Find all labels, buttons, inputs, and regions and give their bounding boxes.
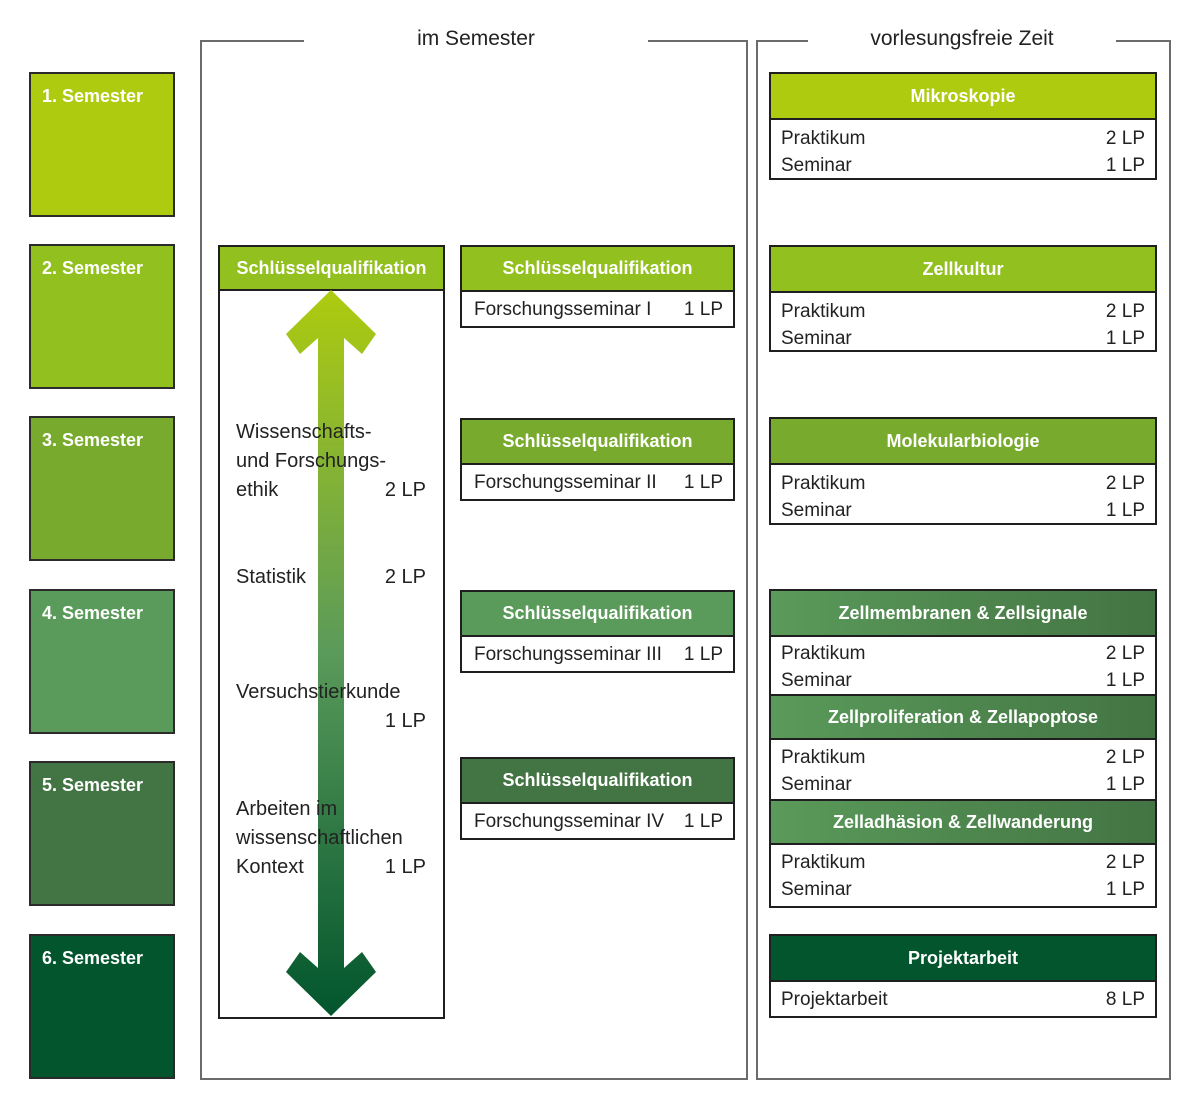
kq-item-animal-science-name: Versuchstierkunde <box>236 681 401 703</box>
module-molecular-biology-seminar: Seminar <box>781 500 852 521</box>
module-proliferation-seminar-lp: 1 LP <box>1105 774 1145 795</box>
module-project-work-name: Projektarbeit <box>781 989 888 1010</box>
research-seminar-3-lp: 1 LP <box>683 644 723 665</box>
module-molecular-biology: Molekularbiologie Praktikum 2 LP Seminar 1… <box>769 417 1157 525</box>
kq-item-scientific-context-lp: 1 LP <box>384 856 426 878</box>
research-seminar-2: Schlüsselqualifikation Forschungsseminar… <box>460 418 735 501</box>
kq-item-ethics-lp: 2 LP <box>384 479 426 501</box>
research-seminar-3-header: Schlüsselqualifikation <box>462 592 733 637</box>
module-proliferation-practical: Praktikum <box>781 747 866 768</box>
semester-5-box: 5. Semester <box>29 761 175 906</box>
semester-1-box: 1. Semester <box>29 72 175 217</box>
semester-4-box: 4. Semester <box>29 589 175 734</box>
semester-2-box: 2. Semester <box>29 244 175 389</box>
kq-item-animal-science: Versuchstierkunde 1 LP <box>236 678 426 736</box>
kq-item-scientific-context-line3: Kontext <box>236 856 304 878</box>
module-membranes-practical-lp: 2 LP <box>1105 643 1145 664</box>
semester-6-box: 6. Semester <box>29 934 175 1079</box>
research-seminar-4-header: Schlüsselqualifikation <box>462 759 733 804</box>
module-proliferation-practical-lp: 2 LP <box>1105 747 1145 768</box>
module-adhesion-seminar: Seminar <box>781 879 852 900</box>
module-proliferation-body: Praktikum 2 LP Seminar 1 LP <box>771 740 1155 801</box>
research-seminar-3: Schlüsselqualifikation Forschungsseminar… <box>460 590 735 673</box>
module-molecular-biology-seminar-lp: 1 LP <box>1105 500 1145 521</box>
kq-item-ethics: Wissenschafts- und Forschungs- ethik 2 L… <box>236 418 426 505</box>
research-seminar-1-name: Forschungsseminar I <box>474 299 652 320</box>
module-microscopy-practical: Praktikum <box>781 128 866 149</box>
kq-item-ethics-line3: ethik <box>236 479 279 501</box>
module-membranes-seminar-lp: 1 LP <box>1105 670 1145 691</box>
module-cell-culture-practical: Praktikum <box>781 301 866 322</box>
module-cell-culture-seminar-lp: 1 LP <box>1105 328 1145 349</box>
module-adhesion-body: Praktikum 2 LP Seminar 1 LP <box>771 845 1155 903</box>
module-molecular-biology-header: Molekularbiologie <box>771 419 1155 465</box>
module-cell-culture-seminar: Seminar <box>781 328 852 349</box>
module-cell-culture-practical-lp: 2 LP <box>1105 301 1145 322</box>
kq-item-animal-science-lp: 1 LP <box>384 710 426 732</box>
module-cell-culture: Zellkultur Praktikum 2 LP Seminar 1 LP <box>769 245 1157 352</box>
research-seminar-4-lp: 1 LP <box>683 811 723 832</box>
module-microscopy-seminar-lp: 1 LP <box>1105 155 1145 176</box>
research-seminar-4-name: Forschungsseminar IV <box>474 811 665 832</box>
kq-item-ethics-line1: Wissenschafts- <box>236 421 372 443</box>
module-microscopy: Mikroskopie Praktikum 2 LP Seminar 1 LP <box>769 72 1157 180</box>
module-adhesion-header: Zelladhäsion & Zellwanderung <box>771 801 1155 845</box>
research-seminar-2-name: Forschungsseminar II <box>474 472 657 493</box>
kq-item-scientific-context: Arbeiten im wissenschaftlichen Kontext 1… <box>236 795 426 882</box>
research-seminar-3-name: Forschungsseminar III <box>474 644 662 665</box>
research-seminar-1-header: Schlüsselqualifikation <box>462 247 733 292</box>
module-adhesion-practical: Praktikum <box>781 852 866 873</box>
kq-item-scientific-context-line2: wissenschaftlichen <box>236 827 403 849</box>
kq-item-statistics-lp: 2 LP <box>384 566 426 588</box>
kq-item-ethics-line2: und Forschungs- <box>236 450 387 472</box>
lecture-free-heading: vorlesungsfreie Zeit <box>870 27 1054 50</box>
module-microscopy-practical-lp: 2 LP <box>1105 128 1145 149</box>
lecture-free-frame <box>756 40 1171 1080</box>
in-semester-frame <box>200 40 748 1080</box>
lecture-free-frame-top-right <box>1116 40 1171 42</box>
research-seminar-1: Schlüsselqualifikation Forschungsseminar… <box>460 245 735 328</box>
kq-item-statistics-name: Statistik <box>236 566 307 588</box>
in-semester-frame-top-left <box>200 40 304 42</box>
arrow-shape <box>286 290 376 1016</box>
module-group-semester-4-5: Zellmembranen & Zellsignale Praktikum 2 L… <box>769 589 1157 908</box>
module-molecular-biology-practical-lp: 2 LP <box>1105 473 1145 494</box>
module-microscopy-header: Mikroskopie <box>771 74 1155 120</box>
module-project-work-header: Projektarbeit <box>771 936 1155 982</box>
in-semester-frame-top-right <box>648 40 748 42</box>
module-project-work: Projektarbeit Projektarbeit 8 LP <box>769 934 1157 1018</box>
research-seminar-4: Schlüsselqualifikation Forschungsseminar… <box>460 757 735 840</box>
lecture-free-frame-top-left <box>756 40 808 42</box>
module-molecular-biology-practical: Praktikum <box>781 473 866 494</box>
module-proliferation-seminar: Seminar <box>781 774 852 795</box>
kq-item-scientific-context-line1: Arbeiten im <box>236 798 338 820</box>
double-arrow-icon <box>286 290 376 1016</box>
module-adhesion-practical-lp: 2 LP <box>1105 852 1145 873</box>
kq-item-statistics: Statistik 2 LP <box>236 563 426 592</box>
module-cell-culture-header: Zellkultur <box>771 247 1155 293</box>
key-qualification-header: Schlüsselqualifikation <box>220 247 443 291</box>
research-seminar-2-header: Schlüsselqualifikation <box>462 420 733 465</box>
module-membranes-body: Praktikum 2 LP Seminar 1 LP <box>771 637 1155 696</box>
module-adhesion-seminar-lp: 1 LP <box>1105 879 1145 900</box>
module-project-work-lp: 8 LP <box>1105 989 1145 1010</box>
in-semester-heading: im Semester <box>417 27 535 50</box>
module-microscopy-seminar: Seminar <box>781 155 852 176</box>
research-seminar-2-lp: 1 LP <box>683 472 723 493</box>
research-seminar-1-lp: 1 LP <box>683 299 723 320</box>
semester-3-box: 3. Semester <box>29 416 175 561</box>
module-membranes-header: Zellmembranen & Zellsignale <box>771 591 1155 637</box>
module-membranes-seminar: Seminar <box>781 670 852 691</box>
module-proliferation-header: Zellproliferation & Zellapoptose <box>771 696 1155 740</box>
module-membranes-practical: Praktikum <box>781 643 866 664</box>
